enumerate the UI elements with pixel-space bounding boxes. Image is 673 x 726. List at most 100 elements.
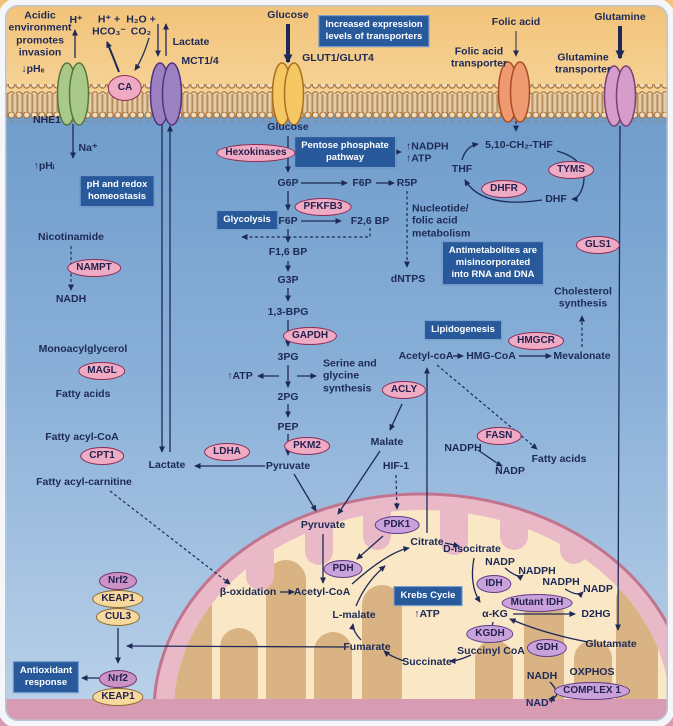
label-dntps: dNTPS [390, 272, 426, 285]
enzyme-pdh: PDH [323, 560, 363, 578]
label-glucose-out: Glucose [267, 8, 309, 21]
label-fatty-acyl-coa: Fatty acyl-CoA [45, 430, 119, 443]
label-lactate-top: Lactate [172, 35, 210, 48]
label-pep: PEP [277, 420, 299, 433]
enzyme-hmgcr: HMGCR [508, 332, 564, 350]
label-alpha-kg: α-KG [482, 607, 508, 620]
enzyme-fasn: FASN [476, 427, 522, 445]
label-lactate-mid: Lactate [148, 458, 186, 471]
label-f26bp: F2,6 BP [350, 214, 390, 227]
label-h-plus: H⁺ [69, 13, 83, 26]
mct14-transporter [149, 62, 183, 126]
enzyme-pfkfb3: PFKFB3 [294, 198, 352, 216]
label-fatty-acids-right: Fatty acids [531, 452, 587, 465]
label-13bpg: 1,3-BPG [267, 305, 309, 318]
enzyme-complex1: COMPLEX 1 [554, 682, 630, 700]
enzyme-gdh: GDH [526, 639, 568, 657]
label-atp-branch: ↑ATP [227, 369, 253, 382]
box-pentose-phosphate: Pentose phosphate pathway [294, 136, 396, 168]
label-fatty-acids-left: Fatty acids [55, 387, 111, 400]
label-malate: Malate [370, 435, 404, 448]
label-atp-krebs: ↑ATP [414, 607, 440, 620]
label-beta-oxidation: β-oxidation [219, 585, 277, 598]
label-monoacylglycerol: Monoacylglycerol [38, 342, 128, 355]
label-fatty-acyl-carnitine: Fatty acyl-carnitine [36, 475, 132, 488]
box-lipidogenesis: Lipidogenesis [424, 320, 502, 340]
label-f16bp: F1,6 BP [268, 245, 308, 258]
label-succinyl-coa: Succinyl CoA [457, 644, 525, 657]
folic-acid-transporter [497, 61, 531, 123]
label-nhe1: NHE1 [32, 113, 62, 126]
box-glycolysis: Glycolysis [216, 210, 278, 230]
label-glutamine-transporter: Glutamine transporter [554, 51, 612, 76]
label-hmg-coa: HMG-CoA [466, 349, 516, 362]
label-nadp2: NADP [583, 582, 613, 595]
box-increased-transporters: Increased expression levels of transport… [318, 15, 430, 47]
label-succinate: Succinate [402, 655, 452, 668]
label-oxphos: OXPHOS [569, 665, 615, 678]
label-nucleotide-metabolism: Nucleotide/ folic acid metabolism [412, 202, 471, 240]
label-nadp1: NADP [485, 555, 515, 568]
enzyme-tyms: TYMS [548, 161, 594, 179]
label-nadph-fasn: NADPH [444, 441, 482, 454]
nrf2-oval-bottom: Nrf2 [98, 670, 138, 688]
enzyme-ldha: LDHA [204, 443, 250, 461]
label-serine-glycine: Serine and glycine synthesis [323, 357, 377, 395]
label-glutamate: Glutamate [585, 637, 637, 650]
enzyme-pdk1: PDK1 [374, 516, 420, 534]
label-d2hg: D2HG [581, 607, 611, 620]
nrf2-oval-top: Nrf2 [98, 572, 138, 590]
cul3-oval: CUL3 [95, 608, 141, 626]
label-l-malate: L-malate [332, 608, 376, 621]
label-pyruvate-mito: Pyruvate [300, 518, 346, 531]
label-dhf: DHF [545, 192, 567, 205]
label-bicarbonate: H⁺ + HCO₃⁻ [92, 13, 126, 38]
box-antimetabolites: Antimetabolites are misincorporated into… [441, 241, 545, 285]
label-g3p: G3P [277, 273, 299, 286]
label-nad-plus: NAD⁺ [525, 696, 555, 709]
nhe1-transporter [56, 62, 90, 126]
label-fumarate: Fumarate [343, 640, 391, 653]
enzyme-ca: CA [107, 75, 143, 101]
label-ph-i: ↑pHᵢ [33, 159, 55, 172]
label-nadh-left: NADH [55, 292, 87, 305]
label-thf: THF [451, 162, 473, 175]
enzyme-magl: MAGL [78, 362, 126, 380]
label-acetyl-coa-mito: Acetyl-CoA [293, 585, 351, 598]
label-g6p: G6P [277, 176, 299, 189]
enzyme-gls1: GLS1 [575, 236, 621, 254]
label-glucose-in: Glucose [267, 120, 309, 133]
label-nadph2: NADPH [542, 575, 580, 588]
label-acidic-note: Acidic environment promotes invasion [8, 9, 72, 59]
label-glut: GLUT1/GLUT4 [302, 51, 374, 64]
enzyme-kgdh: KGDH [466, 625, 514, 643]
label-nadp-fasn: NADP [495, 464, 525, 477]
label-citrate: Citrate [410, 535, 444, 548]
glut-transporter [271, 62, 305, 126]
enzyme-dhfr: DHFR [481, 180, 527, 198]
label-nicotinamide: Nicotinamide [38, 230, 104, 243]
label-folic-transporter: Folic acid transporter [450, 45, 508, 70]
enzyme-cpt1: CPT1 [80, 447, 124, 465]
label-mevalonate: Mevalonate [553, 349, 611, 362]
label-folic-acid: Folic acid [491, 15, 541, 28]
keap1-oval-bottom: KEAP1 [92, 688, 144, 706]
label-ch2-thf: 5,10-CH₂-THF [485, 138, 553, 151]
label-na: Na⁺ [78, 141, 98, 154]
label-water-co2: H₂O + CO₂ [126, 13, 156, 38]
label-nadph1: NADPH [518, 564, 556, 577]
label-acetyl-coa-cyto: Acetyl-coA [398, 349, 454, 362]
enzyme-acly: ACLY [381, 381, 427, 399]
label-ph-e: ↓pHₑ [21, 62, 45, 75]
label-nadh-mito: NADH [526, 669, 558, 682]
box-antioxidant-response: Antioxidant response [12, 661, 80, 693]
label-hif1: HIF-1 [382, 459, 410, 472]
label-glutamine: Glutamine [594, 10, 646, 23]
label-pyruvate-cyto: Pyruvate [265, 459, 311, 472]
box-ph-redox: pH and redox homeostasis [79, 175, 155, 207]
label-f6p-pp: F6P [352, 176, 372, 189]
label-2pg: 2PG [277, 390, 299, 403]
